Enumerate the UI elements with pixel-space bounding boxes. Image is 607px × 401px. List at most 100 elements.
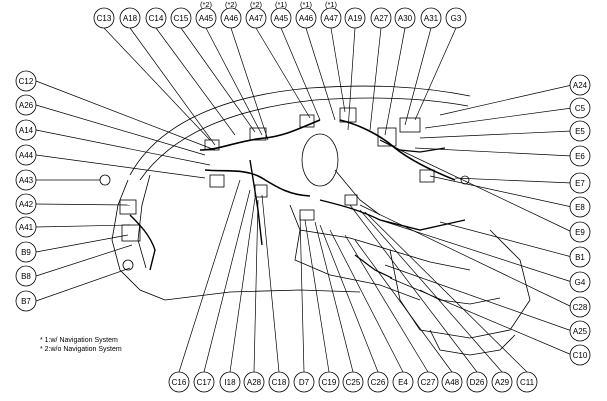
connector-callout: C11 [516,371,538,393]
callouts-bottom: C16 C17 I18 A28 C18 D7 C19 C25 C26 E4 C2… [168,371,538,393]
connector-label: C12 [19,77,34,86]
variant-mark: (*2) [200,0,213,9]
connector-callout: B9 [15,241,37,263]
connector-callout: C12 [15,70,37,92]
connector-callout: I18 [219,371,241,393]
connector-label: A30 [398,14,413,23]
connector-callout: A43 [15,169,37,191]
connector-label: A42 [19,200,34,209]
connector-callout: A25 [569,320,591,342]
connector-callout: A45(*2) [195,0,217,29]
connector-callout: C18 [268,371,290,393]
connector-label: C14 [149,14,164,23]
connector-label: G3 [451,14,462,23]
connector-callout: E5 [569,120,591,142]
connector-label: C10 [573,351,588,360]
connector-label: D26 [470,378,485,387]
connector-label: A24 [573,81,588,90]
connector-label: B8 [21,272,31,281]
connector-label: A48 [445,378,460,387]
connector-callout: A26 [15,94,37,116]
connector-callout: A46 (*2) [220,0,242,29]
footnote-no-navigation: * 2:w/o Navigation System [40,346,122,353]
connector-label: B7 [21,297,31,306]
connector-label: E5 [575,127,585,136]
connector-label: E9 [575,228,585,237]
connector-callout: D26 [466,371,488,393]
connector-callout: A44 [15,144,37,166]
callouts-left: C12 A26 A14 A44 A43 A42 A41 B9 B8 B7 [15,70,37,312]
footnote-navigation: * 1:w/ Navigation System [40,337,118,344]
connector-callout: C17 [193,371,215,393]
connector-callout: A47(*2) [245,0,267,29]
connector-label: C28 [573,303,588,312]
connector-callout: E6 [569,145,591,167]
connector-callout: C16 [168,371,190,393]
connector-callout: B7 [15,290,37,312]
connector-callout: B1 [569,246,591,268]
connector-label: A45 [274,14,289,23]
connector-label: A29 [495,378,510,387]
connector-callout: E4 [392,371,414,393]
connector-label: E4 [398,378,408,387]
connector-callout: A45 (*1) [270,0,292,29]
connector-callout: A19 [344,7,366,29]
connector-label: A18 [123,14,138,23]
connector-label: C16 [172,378,187,387]
connector-label: C5 [575,104,586,113]
connector-callout: G4 [569,271,591,293]
connector-label: C26 [371,378,386,387]
connector-callout: A48 [441,371,463,393]
connector-callout: C25 [342,371,364,393]
connector-callout: C13 [93,7,115,29]
connector-callout: E8 [569,196,591,218]
connector-callout: A29 [491,371,513,393]
connector-label: A28 [247,378,262,387]
connector-label: E7 [575,179,585,188]
variant-mark: (*1) [275,0,288,9]
connector-label: A47 [324,14,339,23]
connector-label: A41 [19,223,34,232]
connector-label: B1 [575,253,585,262]
connector-label: C27 [421,378,436,387]
connector-callout: A24 [569,74,591,96]
connector-label: A44 [19,151,34,160]
connector-label: A46 [224,14,239,23]
connector-label: C11 [520,378,535,387]
connector-callout: C27 [417,371,439,393]
connector-callout: A30 [394,7,416,29]
connector-callout: C14 [145,7,167,29]
connector-callout: C15 [170,7,192,29]
callouts-top: C13 A18 C14 C15 A45(*2) A46(*2) A47(*2) … [93,0,467,29]
connector-label: G4 [575,278,586,287]
connector-callout: G3 [445,7,467,29]
callouts-right: A24 C5 E5 E6 E7 E8 E9 B1 G4 C28 A25 C10 [569,74,591,366]
variant-mark: (*2) [250,0,263,9]
connector-label: C19 [322,378,337,387]
connector-label: A25 [573,327,588,336]
connector-callout: A41 [15,216,37,238]
connector-label: D7 [299,378,310,387]
connector-callout: C26 [367,371,389,393]
connector-label: C18 [272,378,287,387]
connector-callout: A14 [15,119,37,141]
connector-callout: E9 [569,221,591,243]
connector-callout: A31 [420,7,442,29]
connector-label: E6 [575,152,585,161]
connector-label: C13 [97,14,112,23]
connector-callout: D7 [293,371,315,393]
connector-label: C17 [197,378,212,387]
connector-callout: A28 [243,371,265,393]
connector-label: C15 [174,14,189,23]
variant-mark: (*1) [325,0,338,9]
variant-mark: (*1) [300,0,313,9]
connector-label: A19 [348,14,363,23]
connector-callout: C10 [569,344,591,366]
connector-callout: C19 [318,371,340,393]
variant-mark: (*2) [225,0,238,9]
connector-label: A43 [19,176,34,185]
connector-callout: C5 [569,97,591,119]
connector-label: I18 [224,378,236,387]
connector-label: A31 [424,14,439,23]
